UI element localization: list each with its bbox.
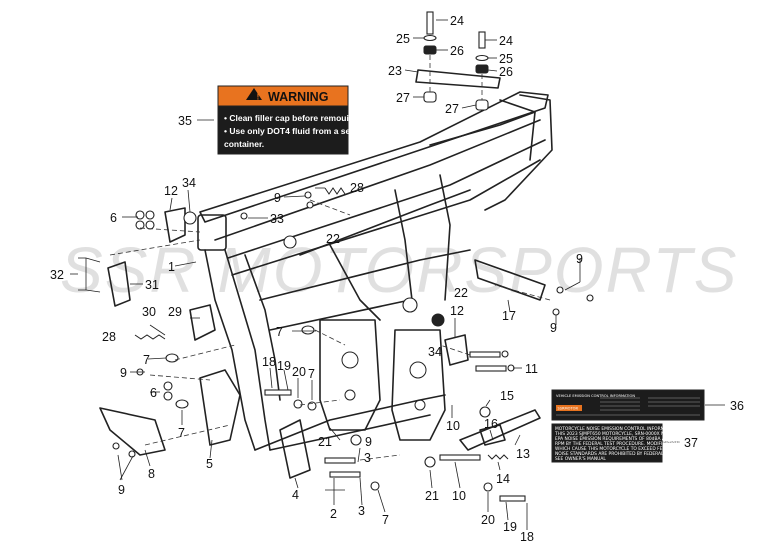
callout: 9 (274, 191, 281, 205)
callout: 17 (502, 309, 516, 323)
callout: 6 (110, 211, 117, 225)
warning-exclamation-icon: ! (257, 93, 260, 102)
callout: 18 (520, 530, 534, 544)
callout: 15 (500, 389, 514, 403)
callout: 36 (730, 399, 744, 413)
callout: 10 (452, 489, 466, 503)
callout: 28 (350, 181, 364, 195)
callout: 28 (102, 330, 116, 344)
watermark: SSR MOTORSPORTS (60, 234, 738, 306)
callout: 25 (396, 32, 410, 46)
callout: 12 (450, 304, 464, 318)
callout: 33 (270, 212, 284, 226)
hardware-parts (112, 11, 594, 502)
emission-brand-box (556, 405, 582, 411)
main-frame (99, 69, 553, 479)
callout: 24 (499, 34, 513, 48)
noise-line-3: EPA NOISE EMISSION REQUIREMENTS OF 80dBA… (555, 436, 680, 442)
emission-brand: SSRMOTOR (558, 407, 579, 411)
callout: 26 (499, 65, 513, 79)
callout: 20 (481, 513, 495, 527)
callout: 5 (206, 457, 213, 471)
callout: 27 (445, 102, 459, 116)
callout: 9 (576, 252, 583, 266)
callout: 10 (446, 419, 460, 433)
warning-triangle-icon (246, 88, 262, 100)
callout: 34 (428, 345, 442, 359)
callout: 37 (684, 436, 698, 450)
callout: 7 (178, 426, 185, 440)
callout: 21 (318, 435, 332, 449)
noise-line-1: MOTORCYCLE NOISE EMISSION CONTROL INFORM… (555, 426, 678, 432)
callout: 6 (150, 386, 157, 400)
callout: 26 (450, 44, 464, 58)
callout: 7 (143, 353, 150, 367)
emission-title: VEHICLE EMISSION CONTROL INFORMATION (556, 394, 635, 398)
callout: 18 (262, 355, 276, 369)
callout: 19 (503, 520, 517, 534)
callout: 7 (276, 325, 283, 339)
callout: 8 (148, 467, 155, 481)
assembly-dashed-lines (109, 55, 551, 461)
callout: 13 (516, 447, 530, 461)
warning-label: ! WARNING • Clean filler cap before remo… (217, 85, 367, 155)
callout: 27 (396, 91, 410, 105)
noise-line-5: WHICH CAUSE THIS MOTORCYCLE TO EXCEED FE… (555, 446, 677, 452)
warning-title: WARNING (268, 90, 328, 104)
callout: 1 (168, 260, 175, 274)
warning-line-3: container. (224, 139, 264, 149)
callout: 9 (118, 483, 125, 497)
callout: 23 (388, 64, 402, 78)
callout: 12 (164, 184, 178, 198)
callout: 9 (120, 366, 127, 380)
noise-line-2: THIS 2023 SJMPT650 MOTORCYCLE, SRN-0000X… (554, 431, 676, 437)
noise-line-6: NOISE STANDARDS ARE PROHIBITED BY FEDERA… (555, 451, 675, 457)
callout: 24 (450, 14, 464, 28)
noise-label: MOTORCYCLE NOISE EMISSION CONTROL INFORM… (551, 423, 682, 463)
callout: 2 (330, 507, 337, 521)
callout: 34 (182, 176, 196, 190)
callout: 19 (277, 359, 291, 373)
callout: 7 (382, 513, 389, 527)
callout: 9 (365, 435, 372, 449)
warning-body (217, 105, 349, 155)
callout: 4 (292, 488, 299, 502)
leader-lines (70, 19, 725, 530)
callout: 35 (178, 114, 192, 128)
noise-line-4: RPM BY THE FEDERAL TEST PROCEDURE. MODIF… (555, 441, 682, 447)
callout: 7 (308, 367, 315, 381)
callout: 32 (50, 268, 64, 282)
callout: 3 (364, 451, 371, 465)
callout: 30 (142, 305, 156, 319)
warning-line-2: • Use only DOT4 fluid from a sealed (224, 126, 367, 136)
callout: 3 (358, 504, 365, 518)
emission-label: VEHICLE EMISSION CONTROL INFORMATION SSR… (551, 389, 705, 421)
warning-line-1: • Clean filler cap before remouing. (224, 113, 362, 123)
callout: 9 (550, 321, 557, 335)
callout: 22 (326, 232, 340, 246)
callout: 22 (454, 286, 468, 300)
callout: 11 (525, 362, 538, 376)
callout: 29 (168, 305, 182, 319)
callout: 16 (484, 417, 498, 431)
callout: 31 (145, 278, 159, 292)
callout: 25 (499, 52, 513, 66)
callout: 21 (425, 489, 439, 503)
callout-numbers: 24 25 26 24 25 23 26 27 27 35 12 34 9 28… (50, 14, 744, 544)
noise-line-7: SEE OWNER'S MANUAL (555, 456, 606, 462)
callout: 20 (292, 365, 306, 379)
callout: 14 (496, 472, 510, 486)
